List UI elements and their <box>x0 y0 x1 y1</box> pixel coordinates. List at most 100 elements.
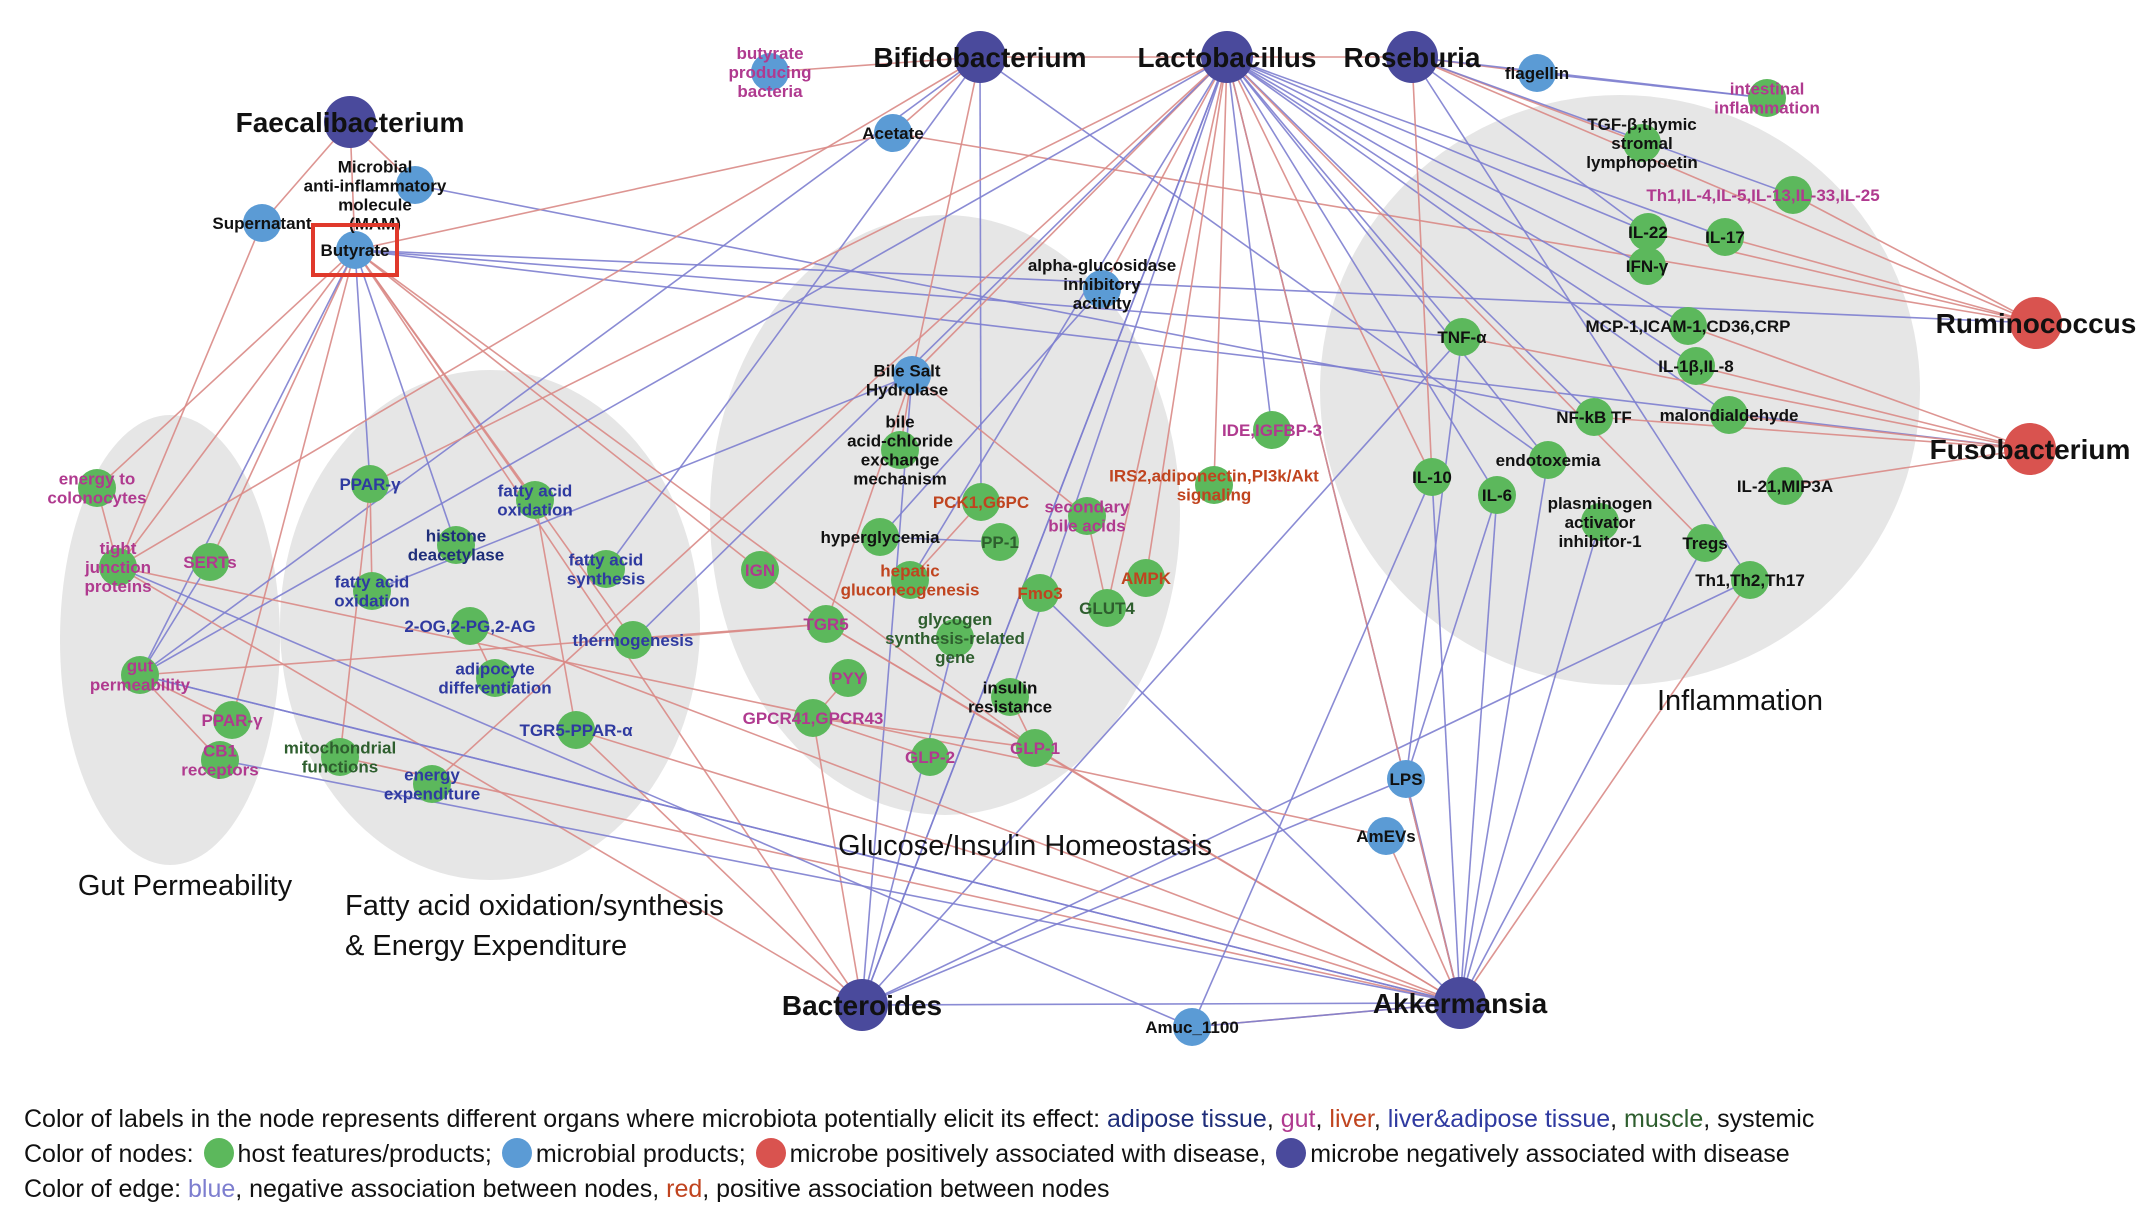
node-label-tgr5: TGR5 <box>803 615 848 634</box>
region-backgrounds <box>60 95 1920 880</box>
node-label-twoog: 2-OG,2-PG,2-AG <box>404 617 535 636</box>
edge-gpcr-glp1 <box>812 717 1036 749</box>
node-fao1 <box>516 481 554 519</box>
legend-edge-mid: , negative association between nodes, <box>235 1175 667 1203</box>
edge-butyrate-tight <box>117 249 356 568</box>
edge-fuso-tnfa <box>1461 336 2031 450</box>
node-pparg2 <box>213 701 251 739</box>
edge-acetate-rumino <box>892 132 2037 324</box>
node-tgfb <box>1623 124 1661 162</box>
legend-organ-9: , systemic <box>1703 1105 1815 1133</box>
edge-gutperm-serts <box>139 561 211 676</box>
edge-akkermansia-tgr5ppar <box>575 729 1461 1004</box>
edge-butyrate-pparg <box>354 249 371 485</box>
edge-bacteroides-tight <box>117 566 863 1006</box>
node-label-il22: IL-22 <box>1628 223 1668 242</box>
node-amuc <box>1173 1008 1211 1046</box>
edge-roseburia-th17 <box>1411 56 1751 581</box>
node-il21 <box>1766 467 1804 505</box>
legend-node-type-host: host features/products; <box>237 1140 492 1168</box>
edge-fuso-mcp <box>1687 325 2031 450</box>
edge-bacteroides-gpcr <box>812 717 863 1006</box>
node-tgr5 <box>807 605 845 643</box>
node-label-ampk: AMPK <box>1121 569 1172 588</box>
edge-bacteroides-glycogen <box>861 637 956 1006</box>
node-tnfa <box>1443 318 1481 356</box>
node-label-glp1: GLP-1 <box>1010 739 1060 758</box>
edge-bacteroides-bsh <box>861 374 913 1006</box>
node-plasmin <box>1581 503 1619 541</box>
node-label-lacto: Lactobacillus <box>1138 42 1317 73</box>
node-label-fmo3: Fmo3 <box>1017 584 1062 603</box>
edge-akkermansia-endotox <box>1459 459 1549 1004</box>
node-label-flagellin: flagellin <box>1505 64 1569 83</box>
node-label-glp2: GLP-2 <box>905 748 955 767</box>
node-glut4 <box>1088 589 1126 627</box>
edge-fuso-nfkb <box>1593 416 2031 450</box>
edge-lacto-gutperm <box>139 56 1228 676</box>
edge-supernatant-tight <box>117 222 263 568</box>
node-amevs <box>1367 817 1405 855</box>
node-serts <box>191 543 229 581</box>
node-nfkb <box>1575 398 1613 436</box>
edge-lacto-il22 <box>1226 56 1649 233</box>
node-label-il17: IL-17 <box>1705 228 1745 247</box>
node-energyexp <box>413 765 451 803</box>
edge-bsh-secbile <box>911 374 1088 517</box>
edge-lacto-hepatic <box>909 56 1228 581</box>
edge-lacto-malon <box>1226 56 1730 416</box>
legend-organ-6: liver&adipose tissue <box>1387 1105 1611 1133</box>
region-label-glucose: Glucose/Insulin Homeostasis <box>838 830 1212 862</box>
node-label-ign: IGN <box>745 561 775 580</box>
node-ign <box>741 551 779 589</box>
edge-butyrate-serts <box>209 249 356 563</box>
node-label-pparg: PPAR-γ <box>339 475 401 494</box>
edge-gpcr-glp2 <box>812 717 931 758</box>
legend-node-colors: Color of nodes: host features/products; mi… <box>24 1137 2134 1172</box>
node-label-gpcr: GPCR41,GPCR43 <box>743 709 884 728</box>
edge-lacto-alpha <box>1101 56 1228 290</box>
legend-node-colors-prefix: Color of nodes: <box>24 1140 194 1168</box>
node-irs2 <box>1195 466 1233 504</box>
node-energy <box>78 469 116 507</box>
edge-bifido-butprod <box>769 56 981 73</box>
edge-amuc-il10 <box>1191 476 1433 1028</box>
nodes <box>78 31 2062 1046</box>
region-fatty <box>280 370 700 880</box>
edge-akkermansia-fmo3 <box>1039 592 1461 1004</box>
edge-bacteroides-th17 <box>861 579 1751 1006</box>
edge-lacto-ide <box>1226 56 1273 431</box>
legend-node-type-neg_microbe: microbe negatively associated with disea… <box>1310 1140 1790 1168</box>
node-malon <box>1710 396 1748 434</box>
node-gutperm <box>121 656 159 694</box>
edge-butyrate-tnfa <box>354 249 1463 338</box>
node-alpha <box>1083 270 1121 308</box>
node-label-tgr5ppar: TGR5-PPAR-α <box>519 721 633 740</box>
edge-flagellin-intinfl <box>1536 72 1768 99</box>
butyrate-highlight-box <box>311 223 399 277</box>
legend-organ-1: , <box>1266 1105 1281 1133</box>
node-pyy <box>829 659 867 697</box>
node-label-th17: Th1,Th2,Th17 <box>1695 571 1805 590</box>
node-insulin <box>991 678 1029 716</box>
edge-acetate-butyrate <box>354 132 894 251</box>
legend-label-colors: Color of labels in the node represents d… <box>24 1102 2134 1137</box>
node-label-bacteroides: Bacteroides <box>782 990 942 1021</box>
node-lps <box>1387 760 1425 798</box>
node-label-bifido: Bifidobacterium <box>873 42 1086 73</box>
legend-organ-3: , <box>1315 1105 1330 1133</box>
legend-organ-8: muscle <box>1624 1105 1704 1133</box>
node-mam <box>396 166 434 204</box>
node-label-lps: LPS <box>1389 770 1422 789</box>
edge-hyperg-pp1 <box>879 536 1001 543</box>
node-il22 <box>1629 213 1667 251</box>
node-label-il6: IL-6 <box>1482 486 1512 505</box>
